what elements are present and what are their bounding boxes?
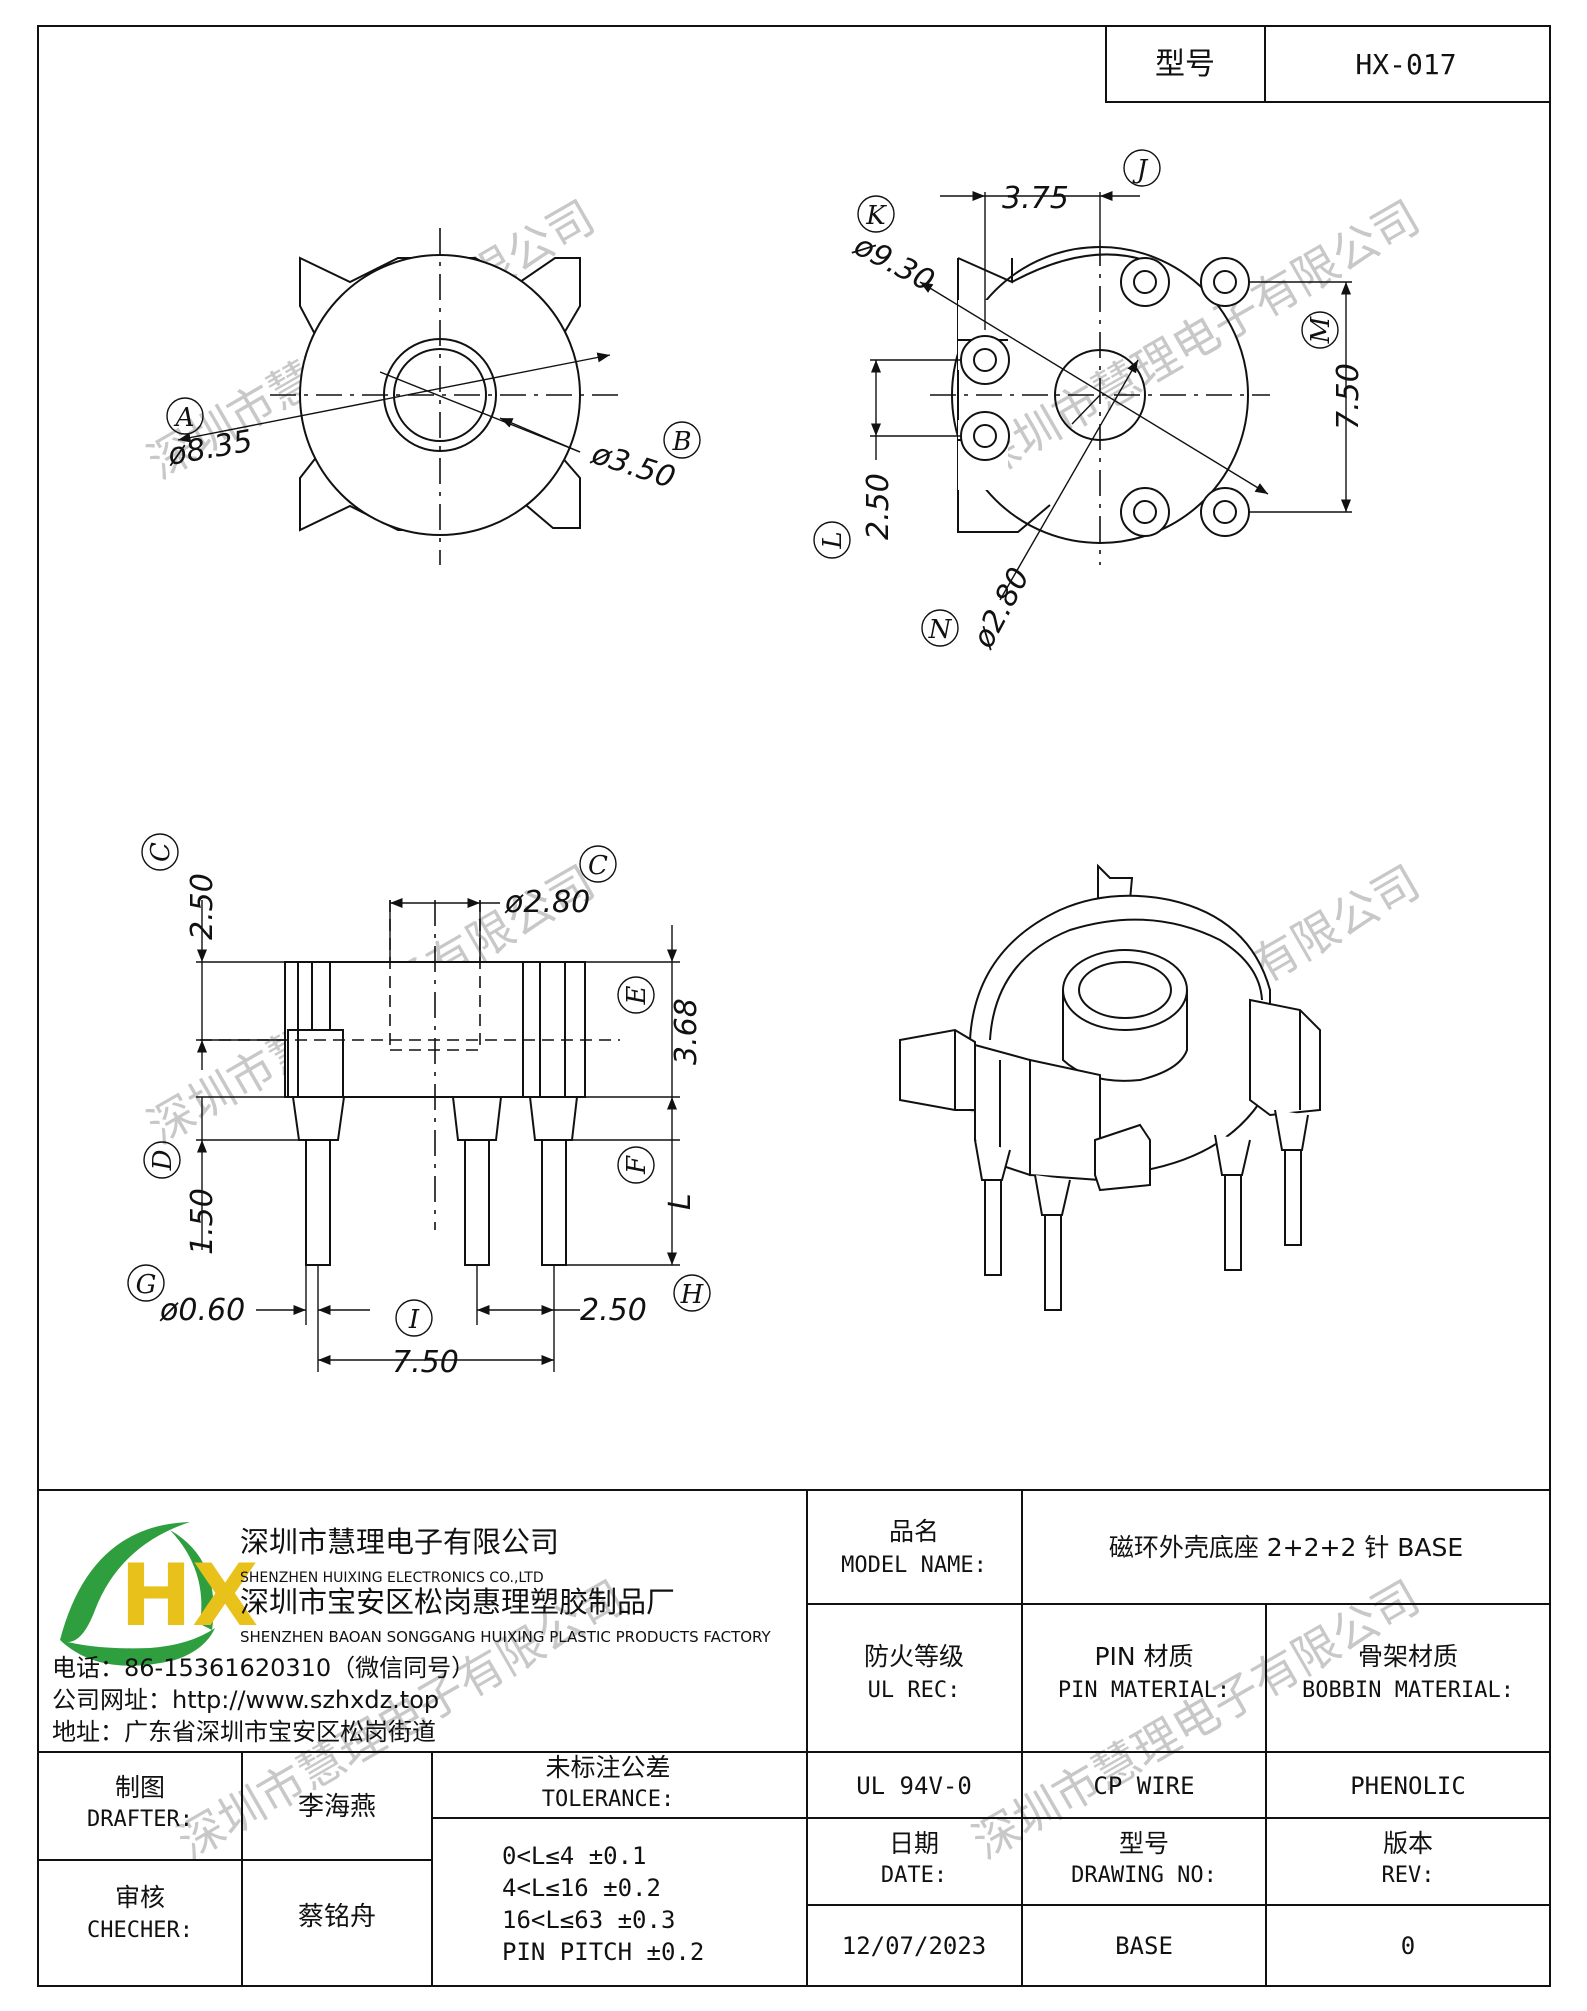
dim-label-b: B bbox=[671, 427, 691, 457]
contact-website: 公司网址：http://www.szhxdz.top bbox=[52, 1686, 439, 1714]
dim-label-f: F bbox=[622, 1155, 652, 1175]
tolerance-row: 4<L≤16 ±0.2 bbox=[502, 1874, 661, 1902]
isometric-view bbox=[899, 863, 1321, 1311]
dim-value-m: 7.50 bbox=[1331, 363, 1366, 430]
dim-label-a: A bbox=[174, 403, 195, 433]
watermark: 深圳市慧理电子有限公司 bbox=[964, 190, 1429, 490]
drawing-no-en: DRAWING NO: bbox=[1071, 1863, 1217, 1888]
dim-value-k: ø9.30 bbox=[847, 228, 940, 299]
model-name-cn: 品名 bbox=[889, 1517, 939, 1546]
dim-value-f: L bbox=[663, 1193, 698, 1210]
dim-value-n: ø2.80 bbox=[966, 562, 1037, 655]
dim-value-l: 2.50 bbox=[861, 473, 896, 540]
ul-rec-en: UL REC: bbox=[868, 1678, 961, 1703]
tolerance-row: 0<L≤4 ±0.1 bbox=[502, 1842, 647, 1870]
dim-label-h: H bbox=[680, 1280, 705, 1310]
dim-value-c1: 2.50 bbox=[185, 873, 220, 940]
ul-rec-value: UL 94V-0 bbox=[856, 1772, 972, 1800]
company-logo-icon: HX bbox=[60, 1522, 258, 1666]
date-value: 12/07/2023 bbox=[842, 1932, 987, 1960]
factory-name-cn: 深圳市宝安区松岗惠理塑胶制品厂 bbox=[240, 1585, 675, 1619]
model-name-value: 磁环外壳底座 2+2+2 针 BASE bbox=[1109, 1533, 1463, 1562]
dim-value-j: 3.75 bbox=[1002, 181, 1069, 216]
header-model-label: 型号 bbox=[1155, 47, 1215, 82]
bobbin-material-cn: 骨架材质 bbox=[1358, 1642, 1458, 1671]
tolerance-cn: 未标注公差 bbox=[545, 1753, 670, 1782]
model-name-en: MODEL NAME: bbox=[841, 1553, 987, 1578]
checker-en: CHECHER: bbox=[87, 1918, 193, 1943]
checker-cn: 审核 bbox=[115, 1883, 165, 1912]
tolerance-row: PIN PITCH ±0.2 bbox=[502, 1938, 704, 1966]
date-en: DATE: bbox=[881, 1863, 947, 1888]
watermark: 深圳市慧理电子有限公司 bbox=[964, 1570, 1429, 1870]
ul-rec-cn: 防火等级 bbox=[864, 1642, 964, 1671]
iso-pins bbox=[974, 1109, 1309, 1311]
rev-cn: 版本 bbox=[1383, 1829, 1433, 1858]
company-name-en: SHENZHEN HUIXING ELECTRONICS CO.,LTD bbox=[240, 1570, 544, 1586]
side-view: C 2.50 ø2.80 C E 3.68 D 1.50 F L bbox=[127, 833, 711, 1380]
dim-label-j: J bbox=[1132, 155, 1149, 185]
date-cn: 日期 bbox=[889, 1829, 939, 1858]
drafter-cn: 制图 bbox=[115, 1773, 165, 1802]
header-model-value: HX-017 bbox=[1355, 48, 1456, 81]
dim-value-e: 3.68 bbox=[669, 998, 704, 1065]
dim-value-c2: ø2.80 bbox=[504, 885, 590, 920]
dim-label-c2: C bbox=[588, 851, 608, 881]
bobbin-material-value: PHENOLIC bbox=[1350, 1772, 1466, 1800]
dim-value-h: 2.50 bbox=[580, 1293, 647, 1328]
dim-label-n: N bbox=[928, 615, 953, 645]
title-block: HX 深圳市慧理电子有限公司 SHENZHEN HUIXING ELECTRON… bbox=[38, 1489, 1550, 1986]
dim-label-k: K bbox=[865, 201, 887, 231]
pin-material-cn: PIN 材质 bbox=[1094, 1642, 1193, 1671]
drafter-en: DRAFTER: bbox=[87, 1807, 193, 1832]
tolerance-row: 16<L≤63 ±0.3 bbox=[502, 1906, 675, 1934]
pin-material-en: PIN MATERIAL: bbox=[1058, 1678, 1230, 1703]
rev-en: REV: bbox=[1382, 1863, 1435, 1888]
pin-material-value: CP WIRE bbox=[1093, 1772, 1194, 1800]
tolerance-en: TOLERANCE: bbox=[542, 1787, 674, 1812]
dim-value-i: 7.50 bbox=[392, 1345, 459, 1380]
rev-value: 0 bbox=[1401, 1932, 1415, 1960]
drawing-no-value: BASE bbox=[1115, 1932, 1173, 1960]
drawing-no-cn: 型号 bbox=[1119, 1829, 1169, 1858]
checker-name: 蔡铭舟 bbox=[298, 1902, 376, 1932]
bobbin-material-en: BOBBIN MATERIAL: bbox=[1302, 1678, 1514, 1703]
contact-phone: 电话：86-15361620310（微信同号） bbox=[52, 1654, 475, 1682]
dim-label-m: M bbox=[1306, 315, 1336, 344]
drafter-name: 李海燕 bbox=[298, 1792, 376, 1822]
dim-label-l: L bbox=[818, 531, 848, 549]
dim-label-e: E bbox=[622, 985, 652, 1005]
dim-label-c1: C bbox=[146, 842, 176, 862]
dim-label-i: I bbox=[408, 1305, 420, 1335]
dim-value-g: ø0.60 bbox=[159, 1293, 245, 1328]
sheet-border bbox=[37, 25, 1551, 1987]
company-name-cn: 深圳市慧理电子有限公司 bbox=[240, 1525, 559, 1559]
dim-value-d: 1.50 bbox=[185, 1188, 220, 1255]
header-model-box: 型号 HX-017 bbox=[1105, 25, 1551, 103]
factory-name-en: SHENZHEN BAOAN SONGGANG HUIXING PLASTIC … bbox=[240, 1628, 772, 1646]
logo-text: HX bbox=[120, 1546, 258, 1646]
contact-address: 地址：广东省深圳市宝安区松岗街道 bbox=[52, 1718, 436, 1746]
dim-label-d: D bbox=[148, 1149, 178, 1171]
dim-label-g: G bbox=[136, 1270, 157, 1300]
